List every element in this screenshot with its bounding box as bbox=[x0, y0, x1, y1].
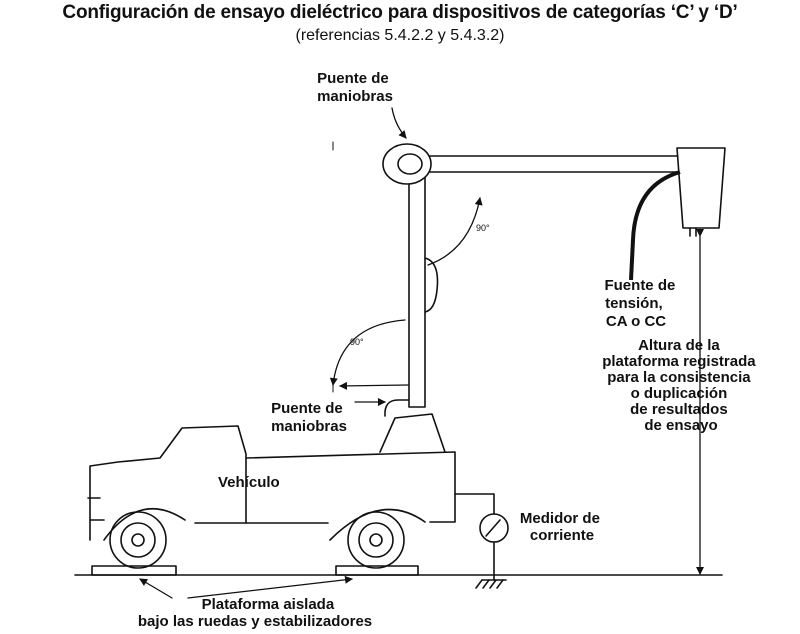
bucket bbox=[676, 147, 726, 229]
label-platform-height: Altura de la plataforma registrada para … bbox=[602, 337, 760, 434]
label-voltage-source: Fuente de tensión, CA o CC bbox=[604, 277, 679, 330]
lower-boom bbox=[408, 174, 426, 408]
figure-title: Configuración de ensayo dieléctrico para… bbox=[62, 2, 738, 23]
figure-subtitle: (referencias 5.4.2.2 y 5.4.3.2) bbox=[295, 27, 505, 44]
label-current-meter: Medidor de corriente bbox=[520, 510, 604, 544]
arrow-upper-sheave bbox=[391, 107, 407, 139]
angle-arc-lower bbox=[329, 319, 406, 386]
upper-sheave bbox=[382, 143, 432, 185]
boom-turret bbox=[379, 413, 446, 453]
label-vehicle: Vehículo bbox=[218, 474, 280, 491]
angle-label-upper: 90° bbox=[476, 223, 490, 233]
insulated-platform-rear bbox=[335, 565, 419, 576]
arrow-insulated-platform bbox=[139, 578, 173, 599]
rear-wheel bbox=[347, 511, 405, 569]
label-upper-sheave: Puente de maniobras bbox=[317, 70, 393, 105]
voltage-source-cable bbox=[629, 170, 681, 281]
angle-label-lower: 90° bbox=[350, 337, 364, 347]
label-insulated-platform: Plataforma aislada bajo las ruedas y est… bbox=[138, 596, 372, 630]
ground-symbol bbox=[475, 579, 507, 589]
insulated-platform-front bbox=[91, 565, 177, 576]
upper-boom bbox=[419, 155, 683, 173]
boom-joint bbox=[424, 257, 439, 313]
label-lower-pivot: Puente de maniobras bbox=[271, 400, 347, 435]
meter-lead bbox=[454, 493, 495, 515]
angle-arc-upper bbox=[427, 197, 483, 266]
truck-cab bbox=[89, 425, 247, 541]
truck-bed bbox=[245, 451, 456, 524]
front-wheel bbox=[109, 511, 167, 569]
